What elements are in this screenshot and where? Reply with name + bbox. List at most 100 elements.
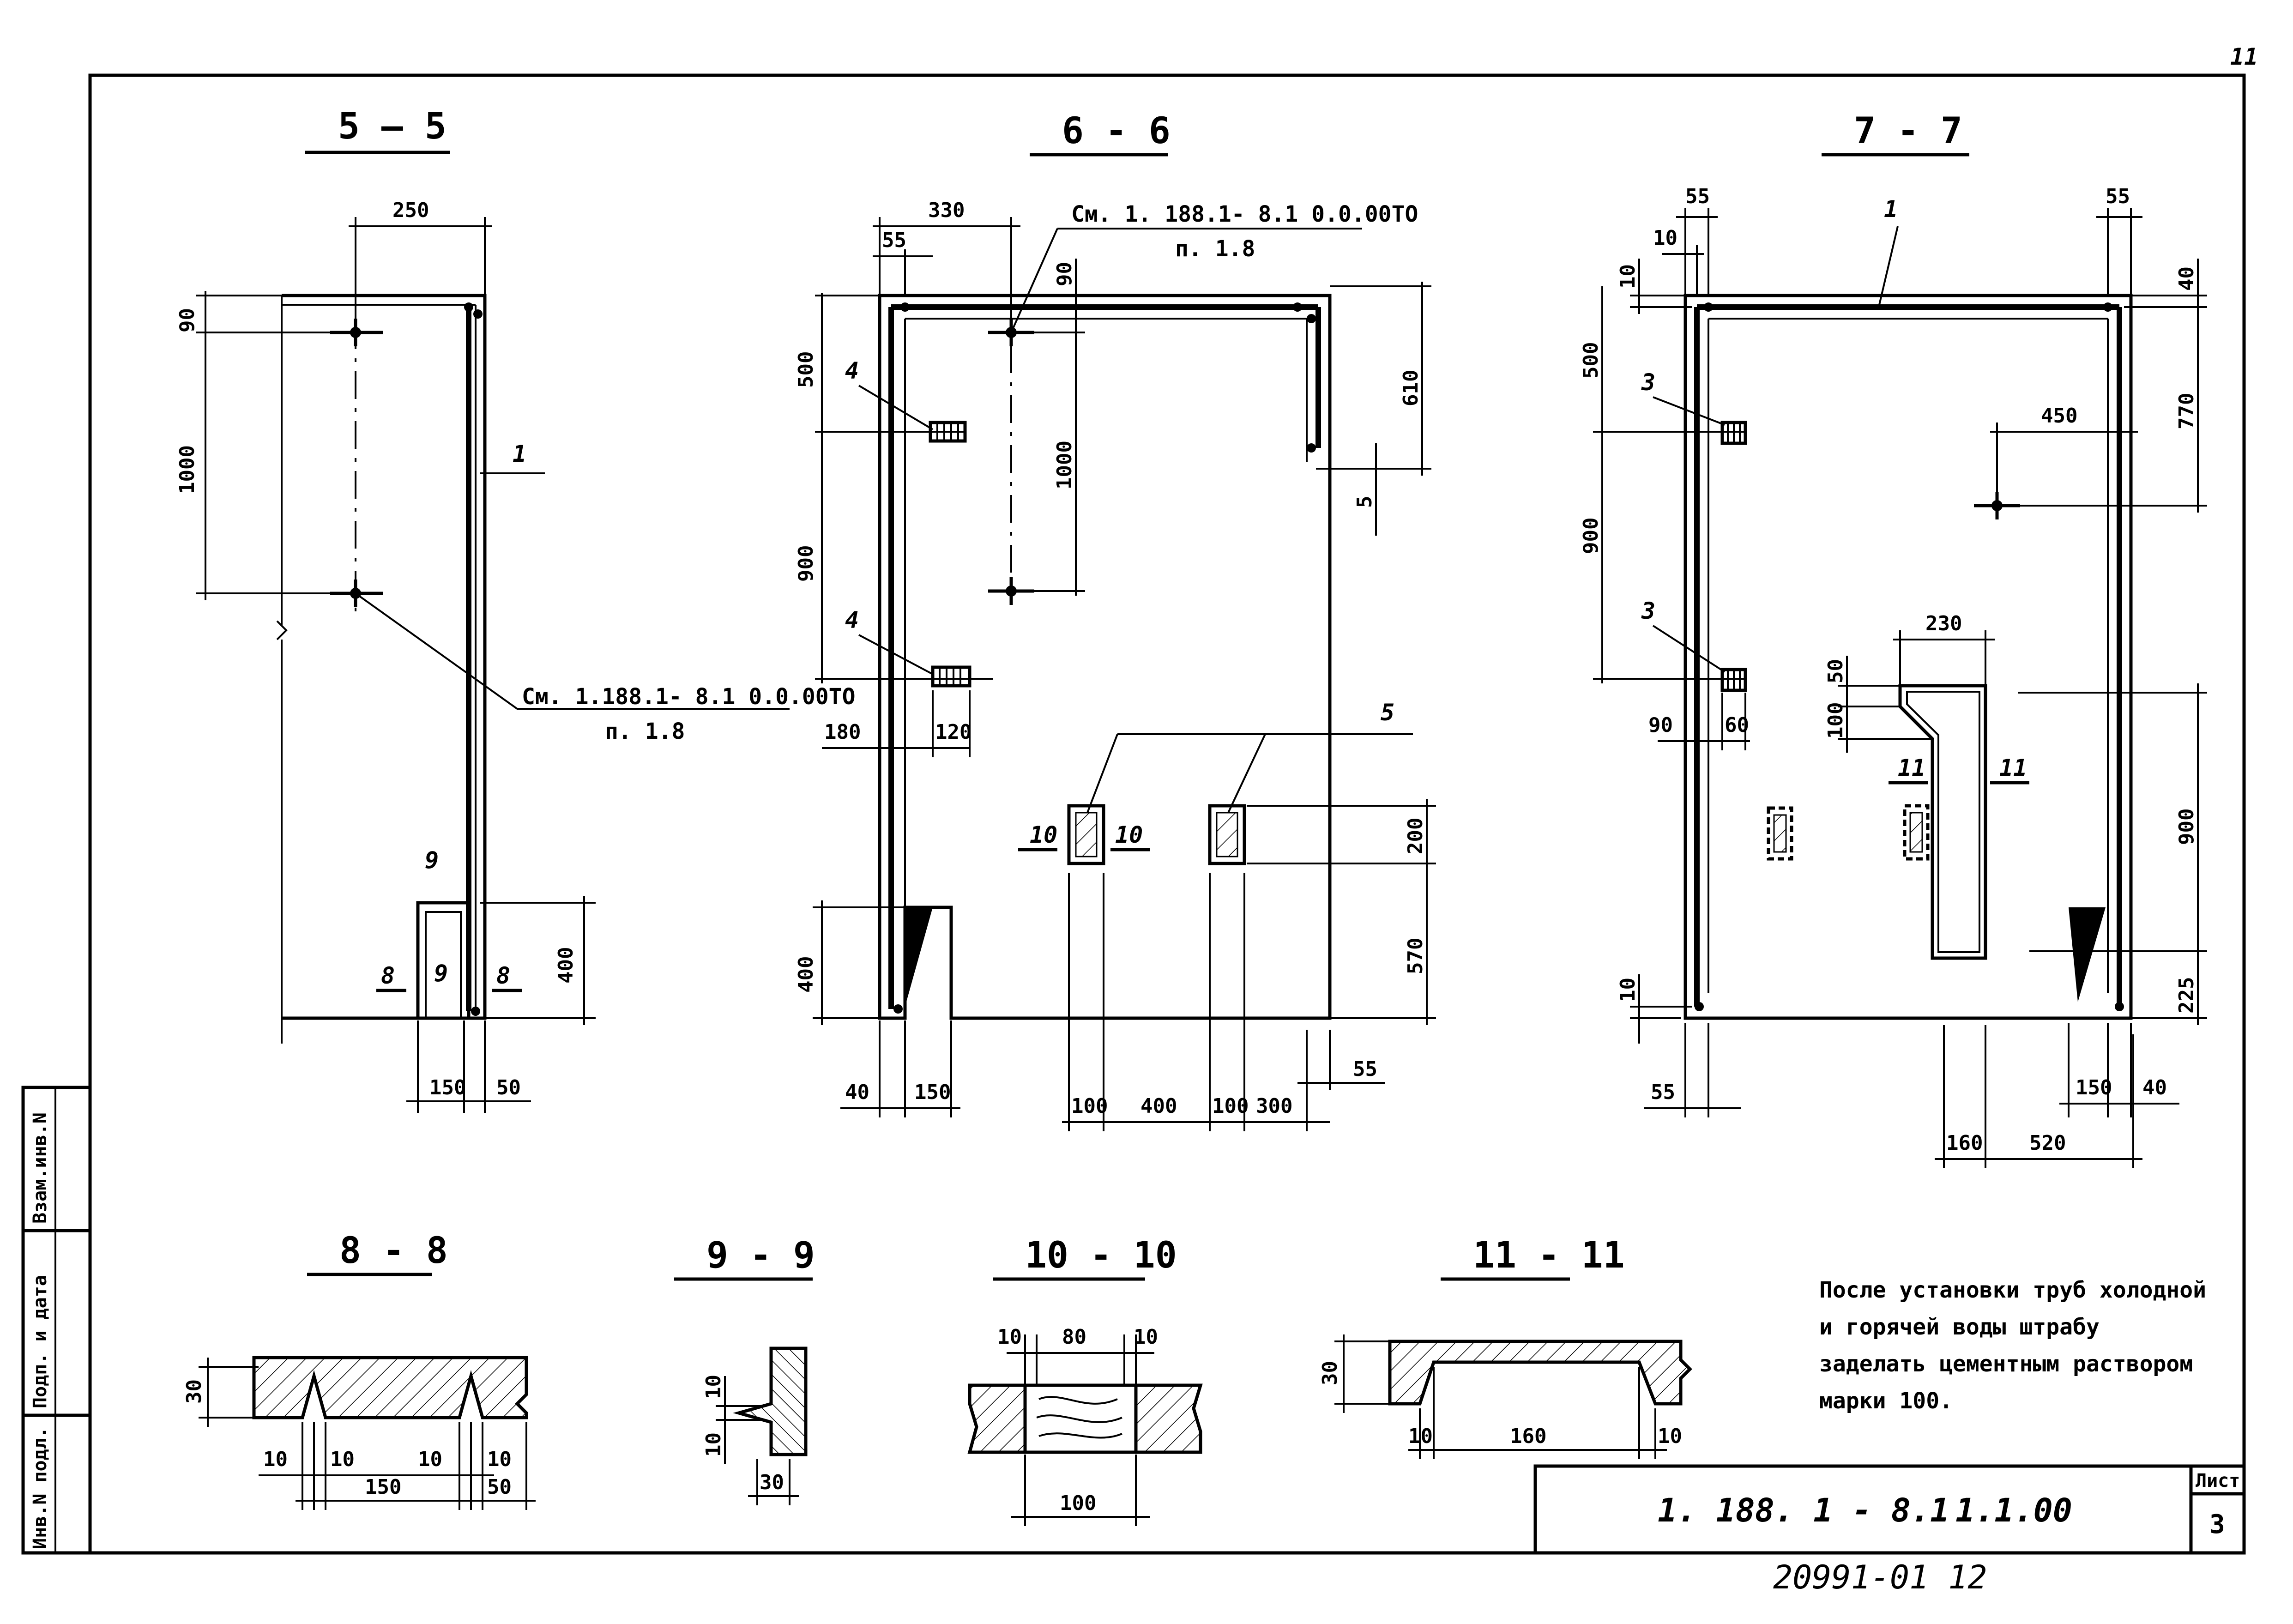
dim-30: 30 <box>1318 1361 1342 1385</box>
dim-770: 770 <box>2175 393 2198 429</box>
dim-10-c: 10 <box>418 1448 442 1471</box>
ref-line2: п. 1.8 <box>1175 236 1255 262</box>
section-title: 10 - 10 <box>1025 1235 1177 1276</box>
section-9-9: 9 - 9 10 10 30 <box>674 1235 815 1505</box>
dim-900-right: 900 <box>2175 809 2198 845</box>
sheet-frame <box>88 73 2246 1555</box>
dim-50: 50 <box>487 1475 512 1499</box>
title-block: 1. 188. 1 - 8.1 1.1.00 Лист 3 <box>1533 1464 2246 1555</box>
dim-10-d: 10 <box>487 1448 512 1471</box>
ref-line2: п. 1.8 <box>605 718 685 744</box>
dim-10-a: 10 <box>702 1375 725 1399</box>
dim-55-top: 55 <box>1685 185 1710 208</box>
dim-80: 80 <box>1062 1325 1086 1349</box>
dim-100-b: 100 <box>1212 1094 1249 1118</box>
dim-900: 900 <box>794 545 818 582</box>
dim-1000: 1000 <box>175 445 199 494</box>
stamp-inv-podl: Инв.N подл. <box>30 1427 51 1549</box>
dim-90: 90 <box>175 308 199 332</box>
dim-10-left: 10 <box>997 1325 1022 1349</box>
dim-40-right: 40 <box>2175 266 2198 291</box>
dim-10-right: 10 <box>1658 1425 1682 1448</box>
dim-55-right: 55 <box>2106 185 2130 208</box>
title-code: 1. 188. 1 - 8.1 <box>1658 1491 1949 1529</box>
section-title: 6 - 6 <box>1062 110 1171 152</box>
section-7-7: 7 - 7 <box>1579 110 2207 1168</box>
dim-225: 225 <box>2175 977 2198 1014</box>
dim-40: 40 <box>845 1081 869 1104</box>
section-title: 11 - 11 <box>1473 1235 1625 1276</box>
marker-9-top: 9 <box>425 847 439 874</box>
dim-1000: 1000 <box>1053 441 1076 489</box>
dim-55-bottom: 55 <box>1651 1081 1675 1104</box>
section-title: 5 – 5 <box>338 106 447 147</box>
dim-50: 50 <box>496 1076 521 1099</box>
dim-10-side: 10 <box>1616 264 1640 289</box>
dim-100: 100 <box>1060 1491 1096 1515</box>
note-line-3: заделать цементным раствором <box>1819 1351 2193 1377</box>
dim-90: 90 <box>1648 713 1673 737</box>
dim-120: 120 <box>935 720 972 744</box>
dim-150: 150 <box>914 1081 951 1104</box>
dim-100-a: 100 <box>1071 1094 1108 1118</box>
section-6-6: 6 - 6 <box>794 110 1436 1131</box>
dim-900-left: 900 <box>1579 518 1603 554</box>
section-title: 7 - 7 <box>1854 110 1962 152</box>
dim-30: 30 <box>760 1471 784 1494</box>
marker-3-top: 3 <box>1641 369 1655 396</box>
dim-50-b: 50 <box>1824 659 1847 683</box>
dim-520: 520 <box>2029 1131 2066 1155</box>
dim-10-b: 10 <box>330 1448 355 1471</box>
section-5-5: 5 – 5 250 90 1000 <box>175 106 855 1113</box>
general-note: После установки труб холодной и горячей … <box>1819 1277 2206 1414</box>
marker-9-inner: 9 <box>434 960 448 987</box>
dim-10-top: 10 <box>1653 226 1678 250</box>
section-8-8: 8 - 8 30 10 10 10 10 150 50 <box>182 1230 536 1510</box>
dim-200: 200 <box>1404 818 1427 854</box>
dim-10-left: 10 <box>1408 1425 1433 1448</box>
dim-90: 90 <box>1053 262 1076 286</box>
marker-1: 1 <box>1884 196 1898 223</box>
section-11-11: 11 - 11 30 10 160 10 <box>1318 1235 1692 1459</box>
dim-160: 160 <box>1510 1425 1546 1448</box>
marker-8-right: 8 <box>496 962 510 989</box>
dim-500: 500 <box>1579 342 1603 379</box>
title-number: 1.1.00 <box>1955 1491 2072 1529</box>
dim-300: 300 <box>1256 1094 1292 1118</box>
dim-250: 250 <box>392 199 429 222</box>
dim-40-b: 40 <box>2142 1076 2167 1099</box>
stamp-vzam-inv: Взам.инв.N <box>30 1112 51 1224</box>
dim-400-b: 400 <box>1140 1094 1177 1118</box>
stamp-podp-data: Подп. и дата <box>30 1275 51 1408</box>
marker-4-bottom: 4 <box>845 607 859 634</box>
dim-5: 5 <box>1353 496 1376 508</box>
section-10-10: 10 - 10 10 80 10 100 <box>967 1235 1203 1526</box>
dim-500: 500 <box>794 351 818 388</box>
section-title: 8 - 8 <box>339 1230 448 1272</box>
marker-10-right: 10 <box>1115 821 1143 848</box>
dim-10-right: 10 <box>1134 1325 1158 1349</box>
note-line-1: После установки труб холодной <box>1819 1277 2206 1303</box>
sheet-number: 3 <box>2209 1509 2225 1539</box>
dim-610: 610 <box>1399 370 1423 406</box>
dim-400: 400 <box>554 947 578 984</box>
marker-10-left: 10 <box>1030 821 1057 848</box>
ref-line1: См. 1. 188.1- 8.1 0.0.00ТО <box>1071 201 1418 227</box>
dim-10-a: 10 <box>263 1448 288 1471</box>
ref-line1: См. 1.188.1- 8.1 0.0.00ТО <box>522 684 855 710</box>
dim-150-b: 150 <box>2076 1076 2112 1099</box>
marker-3-bottom: 3 <box>1641 598 1655 624</box>
dim-160: 160 <box>1946 1131 1983 1155</box>
margin-stamp: Инв.N подл. Подп. и дата Взам.инв.N <box>21 1086 92 1555</box>
dim-55: 55 <box>882 229 906 252</box>
dim-150: 150 <box>429 1076 466 1099</box>
note-line-4: марки 100. <box>1819 1388 1953 1414</box>
dim-10-b: 10 <box>702 1432 725 1457</box>
marker-4-top: 4 <box>845 357 859 384</box>
dim-230: 230 <box>1925 612 1962 635</box>
dim-150: 150 <box>365 1475 401 1499</box>
page-number: 11 <box>2230 43 2258 70</box>
dim-60: 60 <box>1725 713 1749 737</box>
marker-1: 1 <box>513 441 526 467</box>
